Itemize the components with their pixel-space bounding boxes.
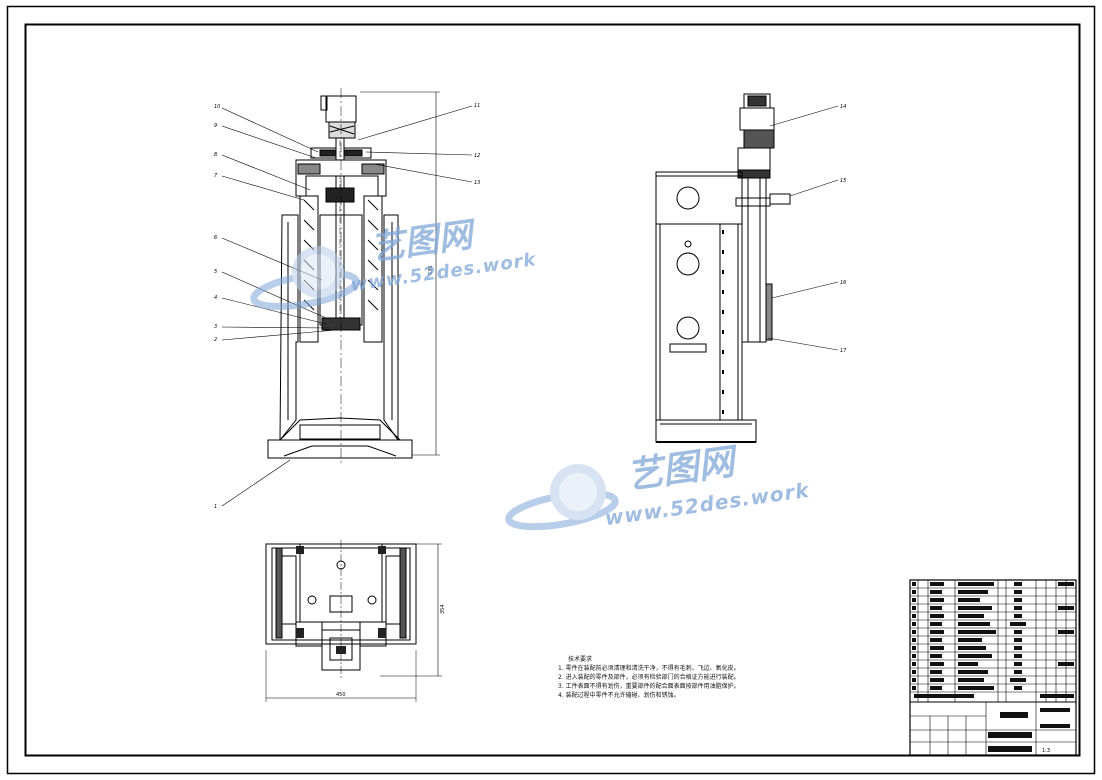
side-view-bolts: [722, 230, 724, 414]
plan-view-fills: [296, 546, 386, 654]
front-leaders-right: [357, 105, 473, 183]
note-item: 3. 工件表面不得有划伤，重要部件的配合面表面按部件用油脂保护。: [558, 683, 740, 690]
part-label: 2: [214, 337, 217, 343]
part-label: 7: [214, 173, 218, 179]
front-leaders-left: [221, 107, 337, 507]
part-label: 15: [840, 178, 846, 184]
plan-depth-dimension: 354: [440, 604, 446, 614]
part-label: 17: [840, 348, 847, 354]
part-label: 3: [214, 324, 217, 330]
technical-notes: 技术要求 1. 零件在装配前必须清理和清洗干净，不得有毛刺、飞边、氧化皮。 2.…: [558, 655, 818, 700]
note-item: 1. 零件在装配前必须清理和清洗干净，不得有毛刺、飞边、氧化皮。: [558, 665, 740, 672]
side-view: [655, 93, 791, 443]
part-label: 1: [214, 504, 217, 510]
front-section-view: [267, 88, 440, 465]
parts-list-entries: [912, 582, 1074, 752]
part-label: 9: [214, 123, 217, 129]
note-item: 4. 装配过程中零件不允许磕碰、划伤和锈蚀。: [558, 692, 680, 699]
outer-border: [6, 5, 1096, 775]
watermark-logo-lower: [505, 464, 619, 531]
plan-view: [265, 540, 442, 702]
part-label: 8: [214, 152, 217, 158]
part-label: 16: [840, 280, 846, 286]
inner-border: [24, 23, 1081, 757]
drawing-scale: 1:3: [1042, 748, 1050, 754]
part-label: 5: [214, 269, 217, 275]
part-label: 4: [214, 295, 217, 301]
side-leaders: [767, 105, 839, 351]
notes-title: 技术要求: [568, 656, 593, 663]
plan-width-dimension: 450: [336, 692, 346, 698]
part-label: 12: [474, 153, 480, 159]
part-label: 11: [474, 103, 480, 109]
part-label: 14: [840, 104, 846, 110]
height-dimension: 635: [428, 265, 434, 275]
part-label: 13: [474, 180, 480, 186]
part-label: 6: [214, 235, 217, 241]
title-block: [909, 579, 1077, 756]
part-label: 10: [214, 104, 220, 110]
watermark-logo-upper: [250, 246, 360, 310]
note-item: 2. 进入装配的零件及部件，必须有检验部门的合格证方能进行装配。: [558, 674, 740, 681]
